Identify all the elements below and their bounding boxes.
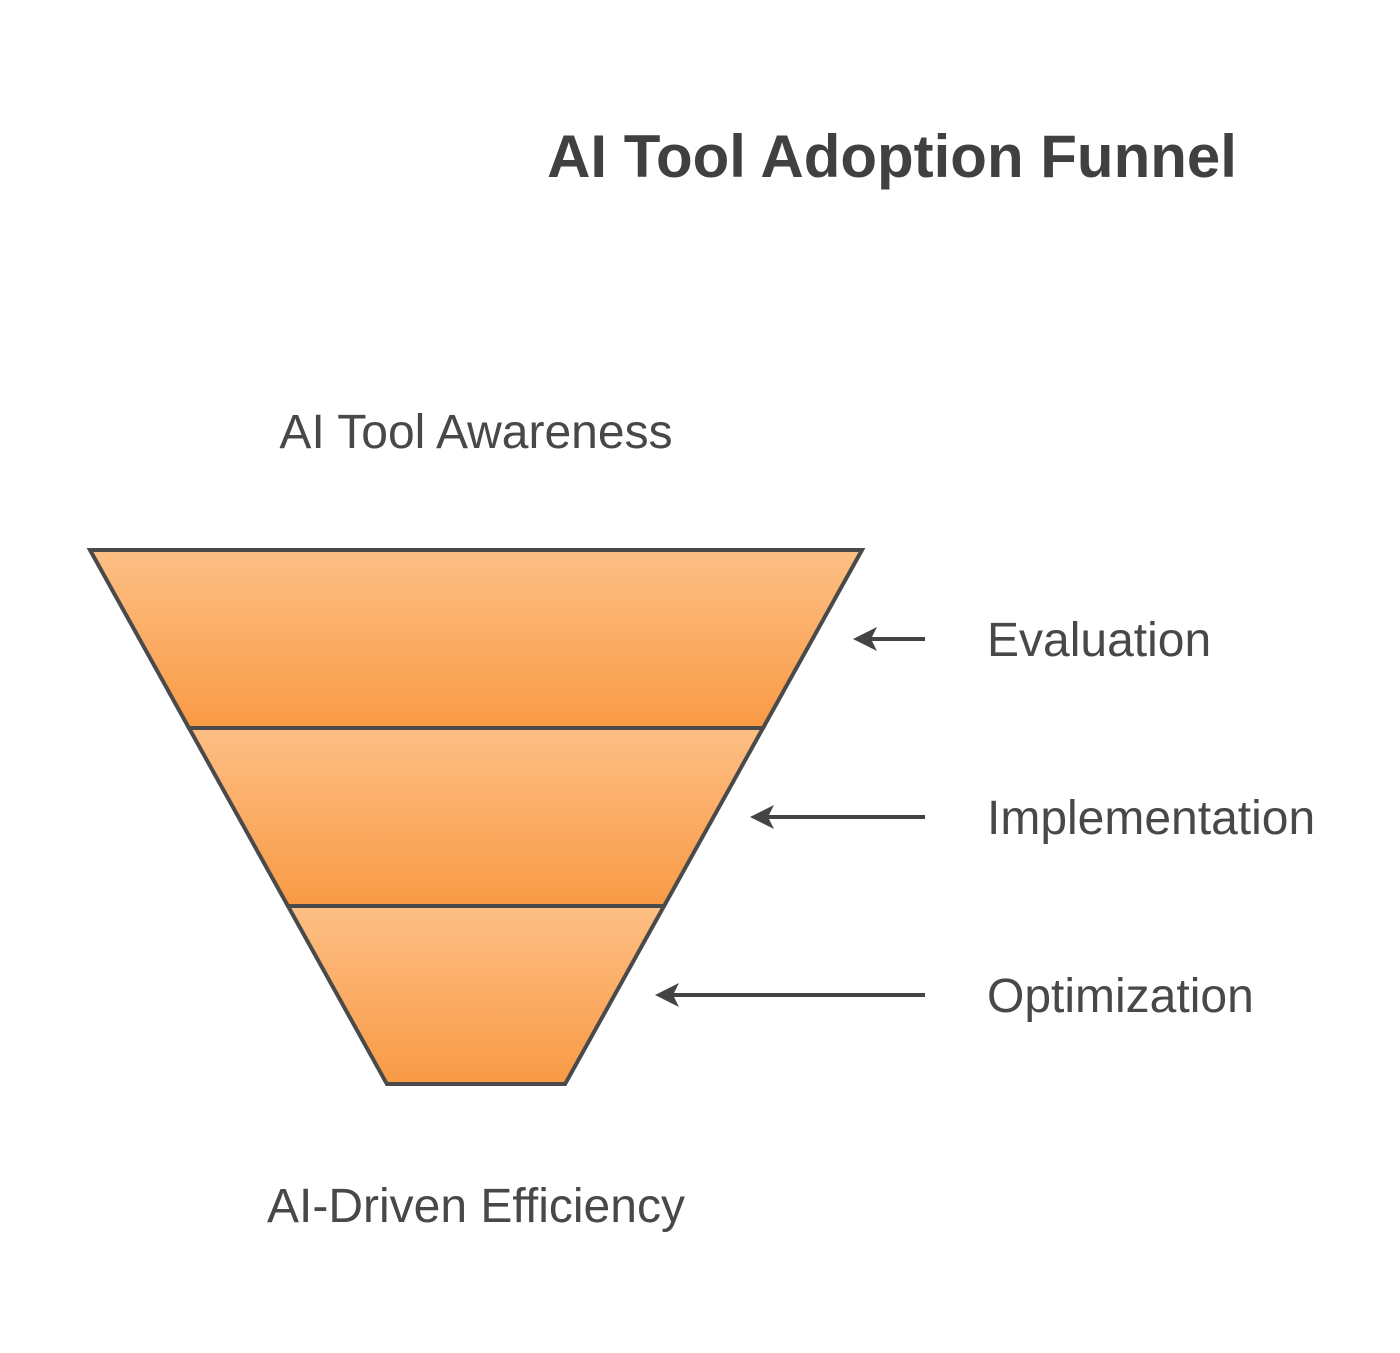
bottom-label: AI-Driven Efficiency (267, 1180, 685, 1233)
arrow-head-icon (750, 805, 774, 829)
page-title: AI Tool Adoption Funnel (547, 123, 1237, 190)
stage-label-1: Evaluation (987, 614, 1211, 667)
arrow-head-icon (853, 627, 877, 651)
top-label: AI Tool Awareness (279, 406, 672, 459)
stage-arrows (655, 627, 925, 1007)
stage-label-3: Optimization (987, 970, 1254, 1023)
funnel-segments (86, 548, 866, 1086)
arrow-head-icon (655, 983, 679, 1007)
funnel-segment-3 (284, 904, 668, 1086)
funnel-segment-2 (185, 726, 767, 908)
funnel-segment-1 (86, 548, 866, 730)
stage-label-2: Implementation (987, 792, 1315, 845)
